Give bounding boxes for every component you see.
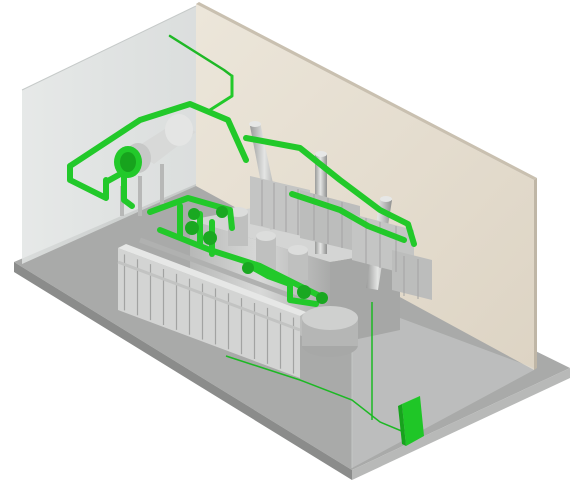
side-glass-wall-left bbox=[21, 5, 197, 264]
radiator-bank bbox=[117, 237, 311, 378]
floor-right-face bbox=[352, 368, 570, 480]
pumps-and-valves bbox=[114, 146, 328, 304]
back-wall bbox=[196, 2, 537, 370]
floor-front-face bbox=[14, 262, 352, 480]
control-cabinet bbox=[398, 396, 424, 446]
floor-cable bbox=[225, 302, 405, 433]
rear-radiators bbox=[250, 176, 432, 300]
